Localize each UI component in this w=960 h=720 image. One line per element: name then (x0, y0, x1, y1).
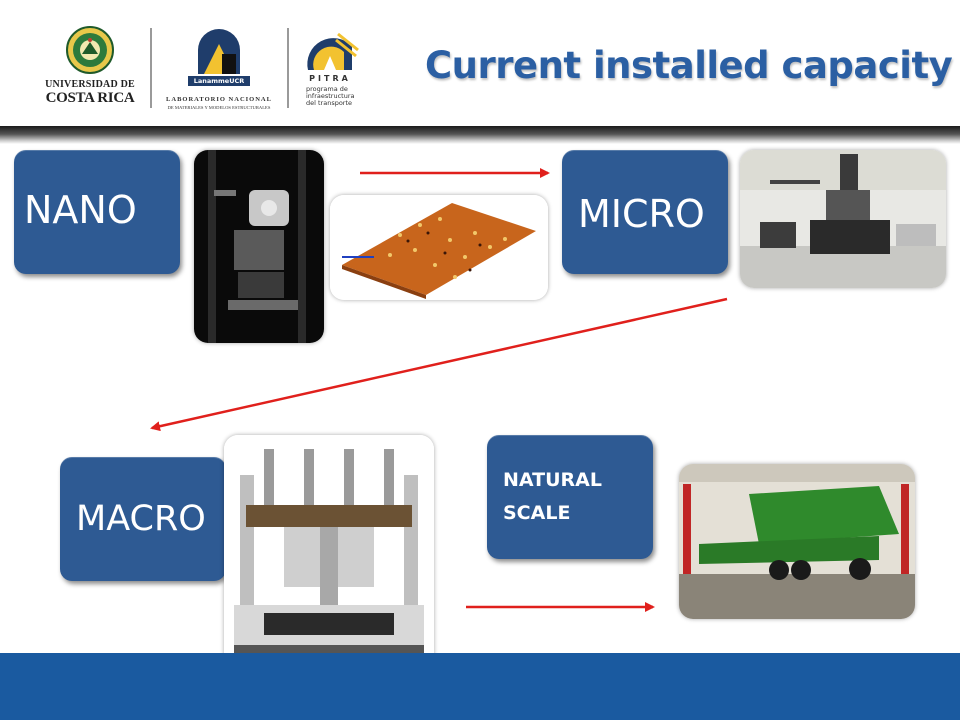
logo-separator (287, 28, 289, 108)
ucr-name-line2: COSTA RICA (45, 90, 135, 106)
micro-box: MICRO (562, 150, 728, 274)
logo-separator (150, 28, 152, 108)
pitra-logo: PITRA programa de infraestructura del tr… (300, 26, 370, 112)
natural-scale-label-line1: NATURAL (503, 469, 602, 491)
pitra-line3: del transporte (306, 99, 353, 107)
lanamme-logo: LanammeUCR LABORATORIO NACIONAL DE MATER… (166, 24, 272, 112)
ucr-logo: UNIVERSIDAD DE COSTA RICA (40, 26, 140, 110)
natural-scale-truck-photo (679, 464, 915, 619)
pitra-line2: infraestructura (306, 92, 355, 100)
micro-instrument-photo (740, 150, 946, 288)
macro-box: MACRO (60, 457, 226, 581)
natural-scale-label-line2: SCALE (503, 502, 571, 524)
nano-afm-image (330, 195, 548, 300)
header-divider (0, 126, 960, 144)
nano-label: NANO (24, 188, 137, 232)
footer-band (0, 653, 960, 720)
pitra-name: PITRA (309, 74, 351, 83)
slide-title: Current installed capacity (425, 44, 953, 87)
lanamme-line1: LABORATORIO NACIONAL (166, 96, 272, 103)
header: UNIVERSIDAD DE COSTA RICA LanammeUCR LAB… (0, 0, 960, 126)
natural-scale-box: NATURAL SCALE (487, 435, 653, 559)
lanamme-emblem-icon (198, 29, 240, 74)
lanamme-name: LanammeUCR (188, 76, 250, 86)
pitra-line1: programa de (306, 85, 348, 93)
micro-label: MICRO (578, 192, 705, 236)
nano-box: NANO (14, 150, 180, 274)
ucr-seal-icon (66, 26, 114, 74)
lanamme-line2: DE MATERIALES Y MODELOS ESTRUCTURALES (167, 105, 271, 110)
pitra-emblem-icon (307, 32, 359, 70)
macro-apparatus-photo (224, 435, 434, 667)
ucr-name-line1: UNIVERSIDAD DE (45, 79, 135, 90)
macro-label: MACRO (76, 499, 206, 539)
nano-instrument-photo (194, 150, 324, 343)
